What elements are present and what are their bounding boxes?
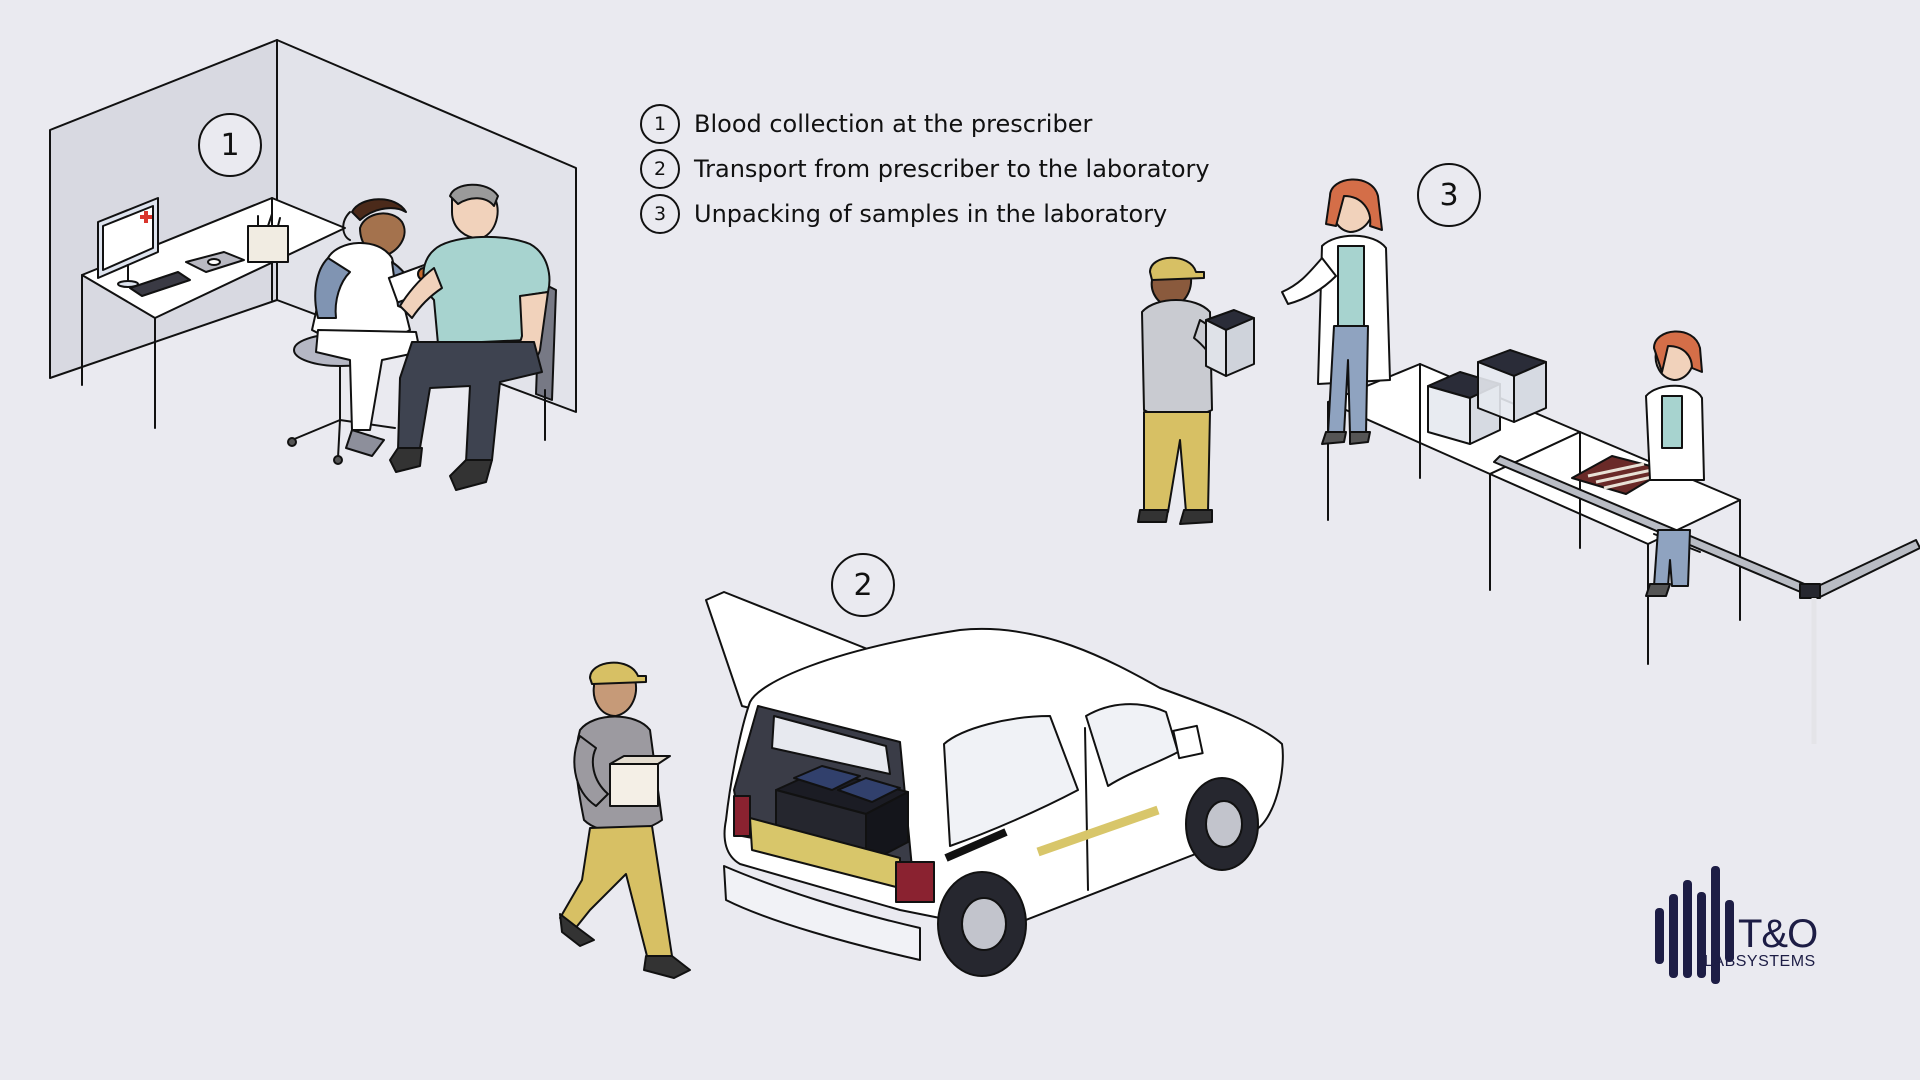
logo-subtitle: LABSYSTEMS [1704,953,1816,970]
legend-label: Transport from prescriber to the laborat… [694,155,1210,183]
red-cross-icon [140,211,152,223]
company-logo: T&O LABSYSTEMS [1650,862,1830,982]
sample-transport-box [1477,349,1547,423]
step-badge-3: 3 [1417,163,1481,227]
van-wheel-front [1185,777,1259,871]
van-wheel-rear [937,871,1027,977]
courier-delivering [1137,256,1255,525]
step-badge-2: 2 [831,553,895,617]
nurse-figure [311,198,439,457]
legend-number-badge: 3 [640,194,680,234]
legend-label: Blood collection at the prescriber [694,110,1093,138]
lab-worker-unpacking [1645,330,1705,597]
keyboard [129,271,191,297]
logo-name: T&O [1738,912,1818,956]
legend-item: 2 Transport from prescriber to the labor… [640,147,1210,191]
bar-waveform-icon [1655,866,1734,984]
courier-walking [559,661,691,979]
lab-worker-receiving [1281,178,1391,445]
step-legend: 1 Blood collection at the prescriber 2 T… [640,102,1210,237]
transport-scene [559,591,1284,979]
lab-scene [1137,178,1920,744]
legend-label: Unpacking of samples in the laboratory [694,200,1168,228]
step-badge-1: 1 [198,113,262,177]
van-side-window [943,715,1079,847]
legend-item: 1 Blood collection at the prescriber [640,102,1210,146]
patient-figure [389,183,551,491]
legend-item: 3 Unpacking of samples in the laboratory [640,192,1210,236]
legend-number-badge: 1 [640,104,680,144]
blood-collection-scene [49,39,577,491]
pen-cup [247,225,289,263]
legend-number-badge: 2 [640,149,680,189]
